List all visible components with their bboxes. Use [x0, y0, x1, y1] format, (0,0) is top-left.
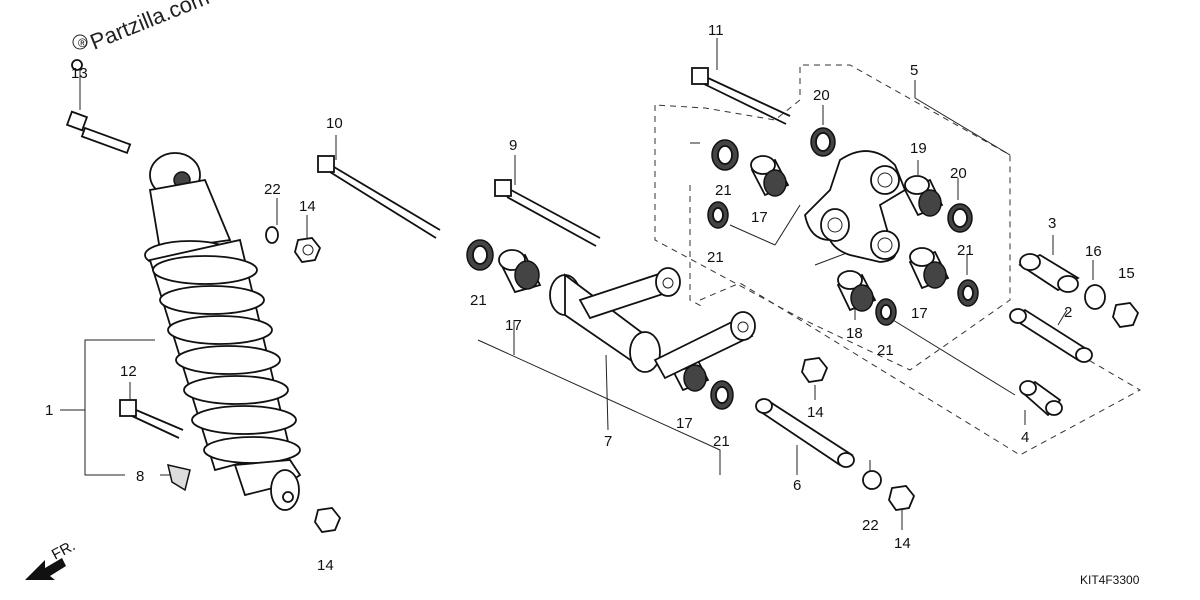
callout-21d: 21 [957, 242, 974, 259]
callout-19: 19 [910, 140, 927, 157]
callout-20a: 20 [813, 87, 830, 104]
callout-16: 16 [1085, 243, 1102, 260]
bolt-12 [119, 399, 184, 439]
callout-14c: 14 [807, 404, 824, 421]
shock-spring-coils [152, 255, 301, 464]
callout-17b: 17 [751, 209, 768, 226]
direction-label: FR. [49, 537, 78, 563]
nut-14-upper [294, 237, 322, 263]
assembly-outlines [654, 64, 1142, 456]
callout-18: 18 [846, 325, 863, 342]
svg-text:®: ® [78, 36, 87, 50]
watermark-text: Partzilla.com [87, 0, 213, 55]
callout-3: 3 [1048, 215, 1056, 232]
nut-14-lower [314, 507, 342, 533]
diagram-code: KIT4F3300 [1080, 573, 1140, 587]
bolt-10 [317, 155, 441, 239]
callout-20b: 20 [950, 165, 967, 182]
connecting-rod [549, 267, 756, 380]
washer-22-upper [265, 226, 279, 244]
callout-21a: 21 [470, 292, 487, 309]
callout-13: 13 [71, 65, 88, 82]
callout-14d: 14 [894, 535, 911, 552]
callout-12: 12 [120, 363, 137, 380]
callout-4: 4 [1021, 429, 1029, 446]
pipe-6 [755, 398, 855, 468]
callout-6: 6 [793, 477, 801, 494]
callout-21e: 21 [877, 342, 894, 359]
callout-22a: 22 [264, 181, 281, 198]
bolt-9 [494, 179, 601, 247]
callout-labels: 1 2 3 4 5 6 7 8 9 10 11 12 13 14 14 14 1… [45, 22, 1135, 574]
collar-3 [1018, 253, 1080, 293]
watermark: ® Partzilla.com [72, 0, 213, 55]
callout-17d: 17 [676, 415, 693, 432]
callout-21b: 21 [715, 182, 732, 199]
nut-15 [1112, 302, 1140, 328]
bolt-13 [65, 59, 132, 155]
callout-10: 10 [326, 115, 343, 132]
callout-9: 9 [509, 137, 517, 154]
callout-2: 2 [1064, 304, 1072, 321]
bolt-11 [691, 67, 791, 125]
callout-17a: 17 [505, 317, 522, 334]
callout-7: 7 [604, 433, 612, 450]
callout-21c: 21 [707, 249, 724, 266]
callout-1: 1 [45, 402, 53, 419]
callout-21f: 21 [713, 433, 730, 450]
washer-22-lower [862, 470, 882, 490]
callout-22b: 22 [862, 517, 879, 534]
pipe-2 [1009, 308, 1093, 363]
nut-14-right [888, 485, 916, 511]
oil-seals [466, 127, 979, 410]
callout-11: 11 [708, 22, 724, 39]
callout-5: 5 [910, 62, 918, 79]
cushion-arm [804, 150, 907, 263]
nut-14-link [801, 357, 829, 383]
callout-17c: 17 [911, 305, 928, 322]
collar-4 [1019, 380, 1063, 417]
washer-16 [1084, 284, 1106, 310]
rear-shock-absorber [144, 152, 302, 511]
callout-14a: 14 [299, 198, 316, 215]
callout-14b: 14 [317, 557, 334, 574]
callout-15: 15 [1118, 265, 1135, 282]
callout-8: 8 [136, 468, 144, 485]
front-direction-arrow-icon: FR. [25, 537, 78, 580]
